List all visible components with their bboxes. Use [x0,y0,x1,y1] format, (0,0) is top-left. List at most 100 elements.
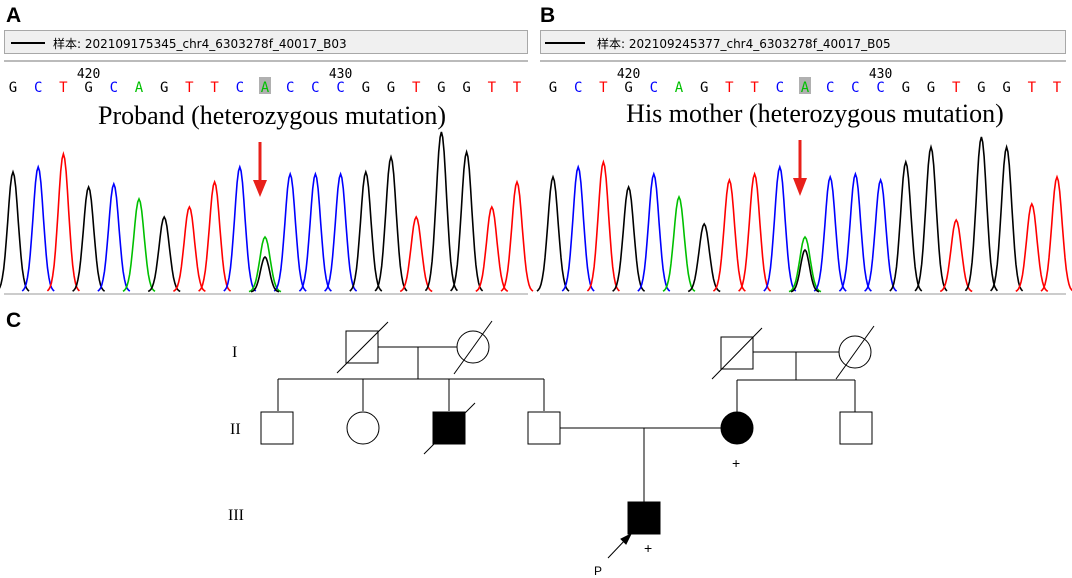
base-letter: A [261,80,270,96]
base-letter: G [362,80,370,96]
trace-peak [0,169,30,292]
trace-peak [1015,202,1049,292]
trace-line-icon [11,42,45,44]
trace-peak [1040,174,1072,292]
trace-peak [586,159,620,292]
deceased-male-i3 [711,327,763,380]
trace-peak [46,151,80,292]
base-letter: G [160,80,168,96]
trace-peak [450,149,484,292]
deceased-female-i4 [835,325,875,380]
trace-peak [964,136,999,292]
trace-peak [889,159,923,292]
base-letter: C [650,80,658,96]
trace-peak [172,205,206,292]
base-letter: T [599,80,608,96]
female-ii2 [346,411,380,445]
trace-peak [399,215,433,293]
proband-arrow-icon [607,532,633,559]
trace-peak [349,169,383,292]
trace-peak [72,184,106,292]
sample-label-a: 样本: 202109175345_chr4_6303278f_40017_B03 [53,37,347,51]
trace-peak [21,164,55,292]
base-letter: G [1002,80,1010,96]
panel-label-c: C [6,309,22,332]
base-letter: C [336,80,344,96]
trace-peak [687,222,721,293]
affected-proband-iii1 [627,501,661,535]
trace-peak [324,171,358,292]
base-letter: T [952,80,961,96]
base-letter: G [902,80,910,96]
position-label: 420 [77,67,100,82]
base-letter: C [876,80,884,96]
trace-peak [738,171,772,292]
position-label: 430 [869,67,892,82]
generation-label-iii: III [228,507,244,524]
mutation-arrow-a [253,142,267,197]
mutation-arrow-b [793,140,807,196]
base-letter: C [311,80,319,96]
base-letter: C [110,80,118,96]
base-letter: T [210,80,219,96]
sample-bar-a: 样本: 202109175345_chr4_6303278f_40017_B03 [4,30,528,54]
trace-peak [536,174,570,292]
trace-peak-secondary [250,255,280,293]
trace-peak-secondary [790,248,820,293]
generation-label-i: I [232,344,237,361]
base-letter: A [801,80,810,96]
trace-peak [763,164,797,292]
caption-a: Proband (heterozygous mutation) [98,101,446,130]
affected-deceased-male-ii3 [423,402,476,455]
base-letter: G [437,80,445,96]
base-letter: G [927,80,935,96]
base-letter: T [488,80,497,96]
trace-peak [612,184,646,292]
male-ii1 [260,411,294,445]
trace-peak [864,177,898,292]
base-letter: C [34,80,42,96]
trace-peak [813,174,847,292]
carrier-marker-mother: + [732,455,740,471]
highlighted-base-box [259,77,271,94]
base-letter: G [9,80,17,96]
base-letter: G [977,80,985,96]
trace-peak [561,164,595,292]
base-letter: C [236,80,244,96]
pedigree: I II III [228,320,875,578]
trace-peak [788,235,822,293]
trace-peak [97,181,131,292]
trace-peak [712,177,746,292]
father-ii4 [527,411,561,445]
trace-peak [939,218,973,293]
base-letter: G [84,80,92,96]
base-letter: T [513,80,522,96]
trace-peak [374,154,408,292]
trace-peak [500,179,534,292]
affected-mother-ii5 [720,411,754,445]
panel-label-b: B [540,4,556,27]
base-letter: T [725,80,734,96]
base-letter: G [387,80,395,96]
base-letter: G [700,80,708,96]
base-letter: T [1053,80,1062,96]
trace-peak [147,215,181,293]
trace-peak [914,143,948,292]
trace-peak [662,194,696,292]
base-letter: T [412,80,421,96]
base-letter: T [59,80,68,96]
base-letter: T [185,80,194,96]
base-letter: C [286,80,294,96]
trace-line-icon [545,42,585,44]
caption-b: His mother (heterozygous mutation) [626,99,1004,128]
base-letter: A [675,80,684,96]
position-label: 420 [617,67,640,82]
base-letter: A [135,80,144,96]
highlighted-base-box [799,77,811,94]
trace-peak [122,196,156,292]
proband-marker: P [594,564,602,578]
trace-peak [248,235,282,293]
